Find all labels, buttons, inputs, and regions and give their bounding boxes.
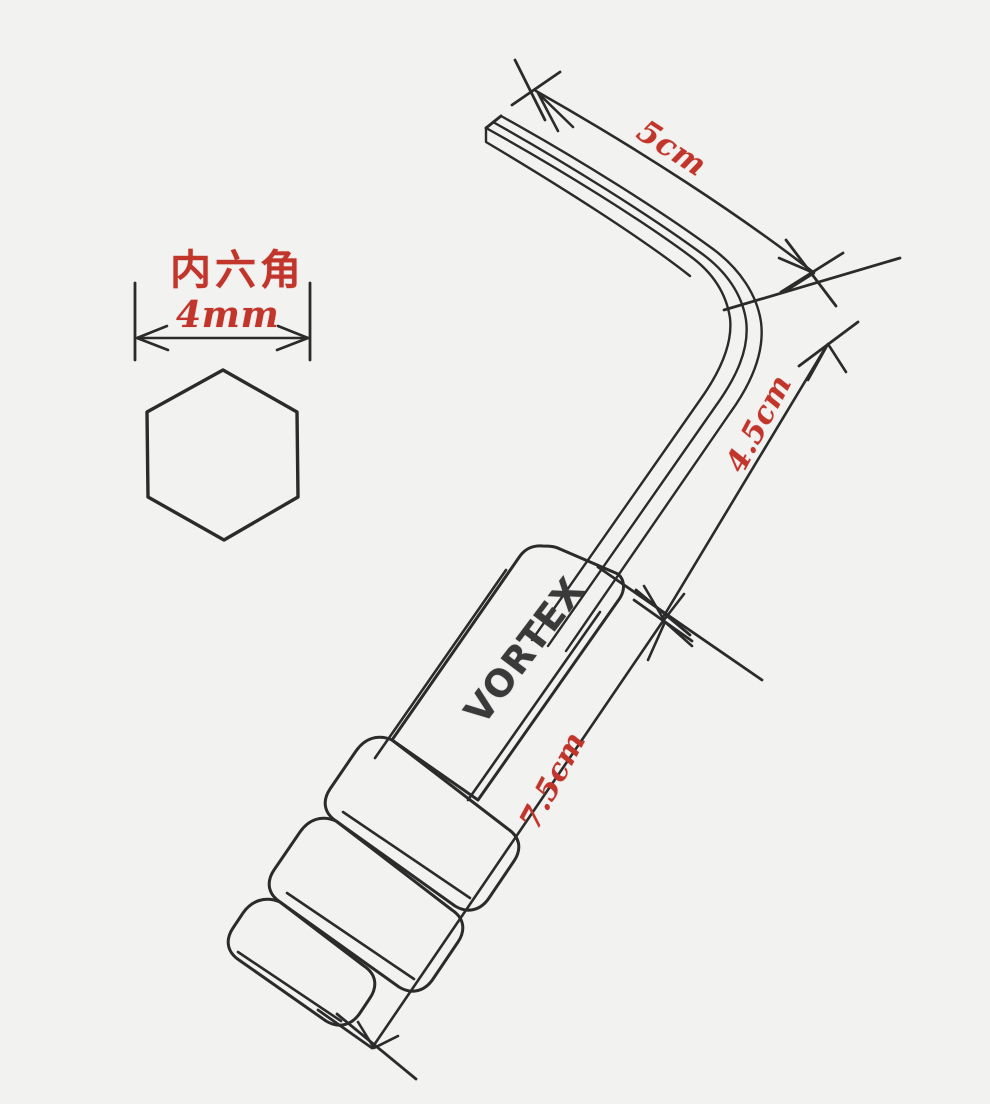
hex-width-label: 4mm	[176, 294, 280, 336]
hex-socket-label: 内六角	[170, 246, 305, 294]
dim-75cm-tick-top	[634, 588, 692, 637]
hex-profile-group	[133, 281, 312, 542]
dim-45cm-arrowhead-top	[806, 342, 848, 382]
dim-5cm-arrowhead-start	[536, 91, 575, 133]
shaft-edge-outer	[484, 126, 732, 642]
shaft-edge-middle	[491, 120, 748, 648]
dim-45cm-extension-lower	[596, 565, 764, 682]
dim-45cm-arrowhead-bottom	[642, 584, 686, 622]
dimension-75cm-group	[316, 588, 694, 1081]
short-arm-lower-edge	[484, 126, 692, 278]
dimension-5cm-group	[510, 58, 845, 308]
wrench-body-group	[226, 114, 763, 1027]
handle-side-panel-line	[466, 610, 602, 802]
grip-end-cap	[226, 897, 377, 1027]
grip-rib-2	[267, 816, 465, 993]
dim-5cm-line	[534, 89, 815, 274]
hex-arrowhead-right	[275, 324, 310, 352]
shaft-edge-inner	[499, 114, 763, 653]
handle-face-crease	[373, 568, 508, 760]
grip-rib-1	[323, 735, 521, 912]
grip-rib-1-crease	[341, 810, 472, 900]
dim-45cm-line	[660, 343, 829, 621]
handle-body-outline	[390, 544, 625, 802]
dim-5cm-arrowhead-end	[777, 256, 816, 294]
dim-75cm-extension-bottom	[316, 1008, 374, 1050]
dim-5cm-tick-start-cross	[510, 70, 562, 107]
dim-5cm-tick-start	[513, 58, 547, 122]
grip-end-cap-crease	[236, 950, 343, 1023]
grip-rib-2-crease	[285, 891, 416, 981]
dimension-45cm-group	[596, 256, 902, 682]
dim-75cm-line	[370, 619, 665, 1050]
hexagon-shape	[145, 368, 300, 542]
dim-75cm-arrowhead-top	[646, 620, 694, 662]
hex-arrowhead-left	[135, 324, 170, 352]
dim-45cm-extension-upper	[722, 256, 902, 312]
dim-75cm-arrowhead-bottom	[356, 1020, 400, 1050]
